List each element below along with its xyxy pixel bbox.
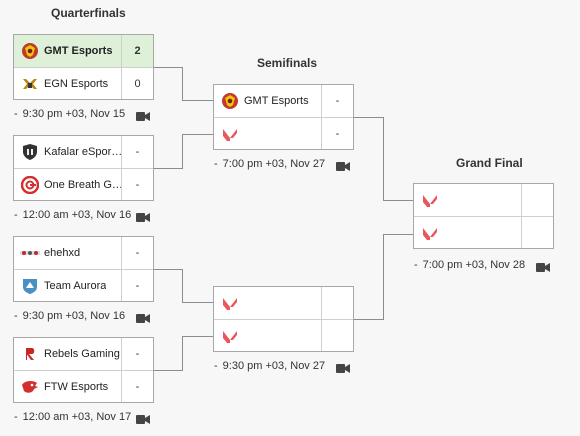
match-info-qf3: - 9:30 pm +03, Nov 16 [14, 310, 125, 322]
valorant-icon [220, 326, 240, 346]
team-score: - [135, 279, 140, 292]
match-dash: - [14, 209, 18, 221]
match-dash: - [414, 259, 418, 271]
match-dash: - [14, 310, 18, 322]
rebels-gaming-logo [20, 344, 40, 364]
round-title-quarterfinals: Quarterfinals [51, 6, 126, 20]
team-name: Kafalar eSpor… [44, 146, 121, 158]
match-qf1[interactable]: GMT Esports 2 EGN Esports 0 [13, 34, 154, 100]
match-qf4[interactable]: Rebels Gaming - FTW Esports - [13, 337, 154, 403]
team-name: Rebels Gaming [44, 348, 120, 360]
team-name: EGN Esports [44, 77, 109, 90]
egn-esports-logo [20, 74, 40, 94]
round-title-grand-final: Grand Final [456, 156, 523, 170]
team-name: GMT Esports [244, 95, 309, 107]
team-row[interactable]: - [214, 118, 353, 149]
video-camera-icon[interactable] [536, 260, 550, 278]
team-score: - [135, 178, 140, 191]
team-row[interactable]: One Breath G… - [14, 169, 153, 200]
valorant-icon [420, 190, 440, 210]
team-name: FTW Esports [44, 380, 109, 393]
match-info-qf1: - 9:30 pm +03, Nov 15 [14, 108, 125, 120]
team-score: - [135, 348, 140, 360]
team-score: - [335, 127, 340, 140]
video-camera-icon[interactable] [136, 109, 150, 127]
valorant-icon [220, 293, 240, 313]
ehehxd-logo [20, 243, 40, 263]
team-row[interactable] [414, 217, 553, 248]
match-time: 7:00 pm +03, Nov 27 [222, 158, 326, 170]
valorant-icon [420, 223, 440, 243]
match-info-qf2: - 12:00 am +03, Nov 16 [14, 209, 131, 221]
team-score: - [135, 146, 140, 158]
match-sf1[interactable]: GMT Esports - - [213, 84, 354, 150]
video-camera-icon[interactable] [336, 361, 350, 379]
ftw-esports-logo [20, 377, 40, 397]
team-row[interactable] [214, 287, 353, 320]
video-camera-icon[interactable] [136, 210, 150, 228]
match-time: 12:00 am +03, Nov 17 [22, 411, 132, 423]
match-time: 9:30 pm +03, Nov 15 [22, 108, 126, 120]
match-time: 7:00 pm +03, Nov 28 [422, 259, 526, 271]
match-qf2[interactable]: Kafalar eSpor… - One Breath G… - [13, 135, 154, 201]
team-row[interactable]: FTW Esports - [14, 371, 153, 402]
team-row[interactable] [414, 184, 553, 217]
round-title-semifinals: Semifinals [257, 56, 318, 70]
match-info-qf4: - 12:00 am +03, Nov 17 [14, 411, 131, 423]
team-aurora-logo [20, 276, 40, 296]
team-row[interactable]: ehehxd - [14, 237, 153, 270]
team-name: One Breath G… [44, 178, 121, 191]
team-row[interactable] [214, 320, 353, 351]
valorant-icon [220, 124, 240, 144]
match-time: 9:30 pm +03, Nov 27 [222, 360, 326, 372]
video-camera-icon[interactable] [136, 412, 150, 430]
match-grand-final[interactable] [413, 183, 554, 249]
video-camera-icon[interactable] [136, 311, 150, 329]
team-row[interactable]: Team Aurora - [14, 270, 153, 301]
video-camera-icon[interactable] [336, 159, 350, 177]
team-score: 2 [134, 45, 141, 57]
kafalar-logo [20, 142, 40, 162]
match-dash: - [214, 158, 218, 170]
gmt-esports-logo [20, 41, 40, 61]
team-row[interactable]: Rebels Gaming - [14, 338, 153, 371]
team-name: GMT Esports [44, 45, 113, 57]
one-breath-logo [20, 175, 40, 195]
team-score: - [335, 95, 340, 107]
gmt-esports-logo [220, 91, 240, 111]
match-dash: - [14, 108, 18, 120]
match-dash: - [14, 411, 18, 423]
team-score: 0 [134, 77, 141, 90]
team-row[interactable]: Kafalar eSpor… - [14, 136, 153, 169]
team-name: Team Aurora [44, 279, 107, 292]
team-score: - [135, 380, 140, 393]
team-row[interactable]: GMT Esports 2 [14, 35, 153, 68]
team-row[interactable]: GMT Esports - [214, 85, 353, 118]
team-row[interactable]: EGN Esports 0 [14, 68, 153, 99]
team-name: ehehxd [44, 247, 81, 259]
match-info-sf1: - 7:00 pm +03, Nov 27 [214, 158, 325, 170]
match-info-grand-final: - 7:00 pm +03, Nov 28 [414, 259, 525, 271]
match-time: 9:30 pm +03, Nov 16 [22, 310, 126, 322]
team-score: - [135, 247, 140, 259]
match-dash: - [214, 360, 218, 372]
match-time: 12:00 am +03, Nov 16 [22, 209, 132, 221]
match-info-sf2: - 9:30 pm +03, Nov 27 [214, 360, 325, 372]
match-sf2[interactable] [213, 286, 354, 352]
match-qf3[interactable]: ehehxd - Team Aurora - [13, 236, 154, 302]
